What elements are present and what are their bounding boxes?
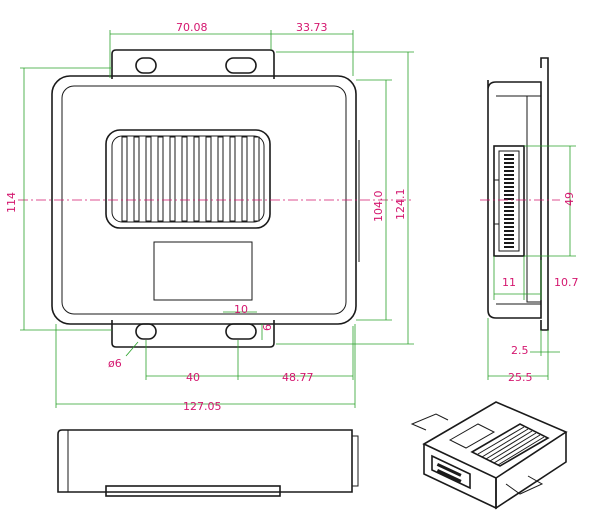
dim-top-right: 33.73 (296, 21, 328, 34)
dim-height-body: 104.0 (372, 191, 385, 223)
bottom-slot-right (225, 323, 257, 340)
side-body (487, 80, 542, 319)
side-connector (493, 145, 525, 257)
dim-side-10-7: 10.7 (554, 276, 579, 289)
side-view (480, 57, 560, 331)
dim-side-depth: 25.5 (508, 371, 533, 384)
bottom-side-tab (351, 435, 359, 487)
side-connector-pins (504, 154, 514, 248)
dim-top-left: 70.08 (176, 21, 208, 34)
dim-hole-spacing: 40 (186, 371, 200, 384)
dim-slot: 10 (234, 303, 248, 316)
dim-height-overall: 114 (5, 192, 18, 213)
front-view (18, 49, 412, 348)
dim-hole-to-edge: 48.77 (282, 371, 314, 384)
bottom-view (57, 429, 359, 497)
top-flange (111, 49, 275, 79)
iso-label (448, 423, 496, 449)
heatsink-fins (121, 136, 260, 222)
bottom-body (57, 429, 353, 493)
top-hole-left (135, 57, 157, 74)
iso-right-face (495, 432, 567, 510)
dim-height-total: 124.1 (394, 189, 407, 221)
heatsink-window (105, 129, 271, 229)
dim-side-flange: 2.5 (511, 344, 529, 357)
side-dimension-lines (487, 145, 576, 380)
dim-slot-height: 6 (261, 324, 274, 331)
isometric-view (410, 401, 568, 510)
iso-connector (431, 454, 471, 490)
side-connector-inner (498, 150, 520, 252)
bottom-flange (111, 320, 275, 348)
bottom-flange (105, 485, 281, 497)
dim-width-overall: 127.05 (183, 400, 222, 413)
iso-heatsink (470, 423, 550, 467)
side-heatsink (526, 95, 542, 303)
dim-side-connector: 49 (563, 192, 576, 206)
dim-hole-dia: ø6 (108, 357, 122, 370)
front-dimension-lines (20, 30, 414, 408)
bottom-hole-left (135, 323, 157, 340)
label-plate (153, 241, 253, 301)
side-flange (540, 57, 549, 331)
dim-side-11: 11 (502, 276, 516, 289)
top-slot-right (225, 57, 257, 74)
heatsink-window-inner (111, 135, 265, 223)
